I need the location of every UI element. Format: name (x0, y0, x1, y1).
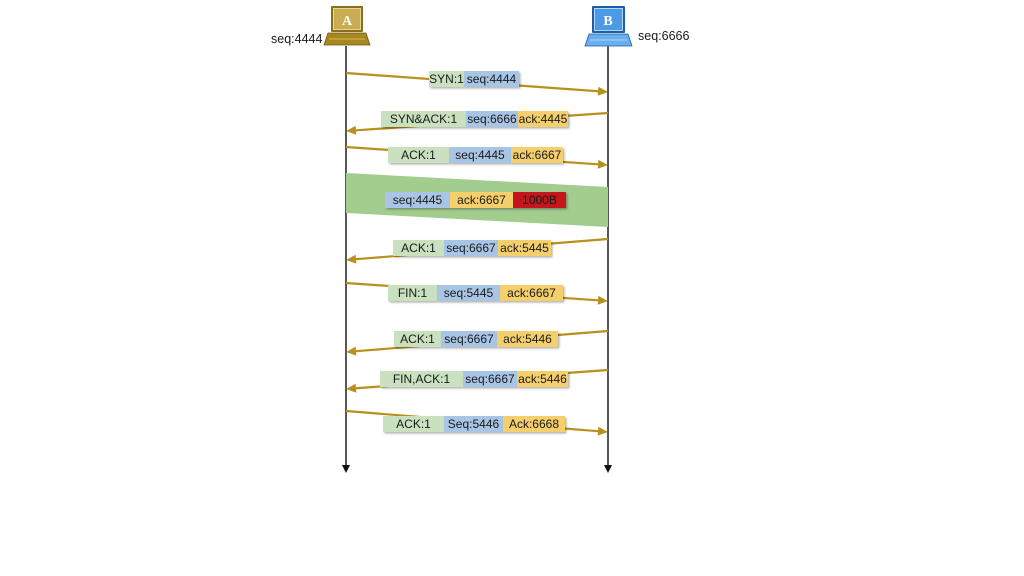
message-5-arrowhead (346, 254, 357, 264)
host-a-laptop-icon: A (323, 6, 371, 46)
msg-7-ack-label: ack:5446 (503, 332, 552, 346)
msg-5-seq-box (444, 240, 498, 256)
msg-4-ack-box (450, 192, 513, 208)
msg-3-seq-box (449, 147, 511, 163)
message-9: ACK:1 Seq:5446 Ack:6668 (345, 409, 608, 436)
message-6: FIN:1 seq:5445 ack:6667 (345, 281, 608, 305)
msg-6-flag-box (388, 285, 437, 301)
host-b-initial-seq: seq:6666 (638, 29, 689, 43)
msg-8-ack-box (517, 371, 568, 387)
msg-3-ack-box (511, 147, 563, 163)
msg-5-flag-label: ACK:1 (401, 241, 436, 255)
msg-2-seq-box (466, 111, 518, 127)
msg-2-ack-label: ack:4445 (519, 112, 568, 126)
msg-8-seq-label: seq:6667 (465, 372, 515, 386)
msg-3-flag-label: ACK:1 (401, 148, 436, 162)
msg-7-seq-label: seq:6667 (444, 332, 494, 346)
lifeline-b-arrowhead (604, 465, 612, 473)
msg-8-seq-box (463, 371, 517, 387)
msg-6-ack-label: ack:6667 (507, 286, 556, 300)
msg-3-ack-label: ack:6667 (513, 148, 562, 162)
message-7: ACK:1 seq:6667 ack:5446 (346, 329, 609, 356)
msg-9-flag-label: ACK:1 (396, 417, 431, 431)
msg-7-seq-box (441, 331, 497, 347)
msg-6-flag-label: FIN:1 (398, 286, 428, 300)
msg-9-flag-box (383, 416, 444, 432)
msg-2-flag-label: SYN&ACK:1 (390, 112, 458, 126)
msg-6-seq-box (437, 285, 500, 301)
host-a-initial-seq: seq:4444 (271, 32, 322, 46)
msg-2-seq-label: seq:6666 (467, 112, 517, 126)
msg-7-ack-box (497, 331, 558, 347)
msg-9-seq-label: Seq:5446 (448, 417, 500, 431)
message-3: ACK:1 seq:4445 ack:6667 (345, 145, 608, 169)
message-2-arrowhead (346, 125, 357, 135)
msg-4-seq-box (385, 192, 450, 208)
msg-3-flag-box (388, 147, 449, 163)
host-b-laptop-icon: B (584, 6, 633, 47)
msg-4-data-label: 1000B (522, 193, 557, 207)
msg-2-flag-box (381, 111, 466, 127)
message-8-arrowhead (346, 383, 357, 393)
msg-9-seq-box (444, 416, 503, 432)
message-1-arrowhead (597, 86, 608, 96)
msg-8-flag-label: FIN,ACK:1 (393, 372, 451, 386)
msg-7-flag-label: ACK:1 (400, 332, 435, 346)
msg-1-flag-label: SYN:1 (429, 72, 464, 86)
msg-3-seq-label: seq:4445 (455, 148, 505, 162)
msg-8-ack-label: ack:5446 (518, 372, 567, 386)
msg-1-seq-label: seq:4444 (467, 72, 517, 86)
message-6-arrowhead (597, 295, 608, 305)
msg-5-seq-label: seq:6667 (446, 241, 496, 255)
msg-4-seq-label: seq:4445 (393, 193, 443, 207)
message-7-arrowhead (346, 346, 357, 356)
msg-6-ack-box (500, 285, 563, 301)
msg-1-seq-box (464, 71, 519, 87)
message-5: ACK:1 seq:6667 ack:5445 (346, 237, 609, 264)
msg-9-ack-label: Ack:6668 (509, 417, 559, 431)
message-4: seq:4445 ack:6667 1000B (346, 173, 608, 227)
host-a-label: A (342, 14, 353, 29)
msg-7-flag-box (394, 331, 441, 347)
message-3-arrowhead (597, 159, 608, 169)
msg-5-ack-label: ack:5445 (500, 241, 549, 255)
msg-1-flag-box (429, 71, 464, 87)
msg-6-seq-label: seq:5445 (444, 286, 494, 300)
msg-8-flag-box (380, 371, 463, 387)
msg-4-data-box (513, 192, 566, 208)
msg-4-ack-label: ack:6667 (457, 193, 506, 207)
msg-9-ack-box (503, 416, 565, 432)
msg-5-ack-box (498, 240, 551, 256)
msg-2-ack-box (518, 111, 568, 127)
lifeline-a-arrowhead (342, 465, 350, 473)
msg-5-flag-box (393, 240, 444, 256)
message-9-arrowhead (597, 426, 608, 436)
host-b-label: B (603, 14, 612, 29)
